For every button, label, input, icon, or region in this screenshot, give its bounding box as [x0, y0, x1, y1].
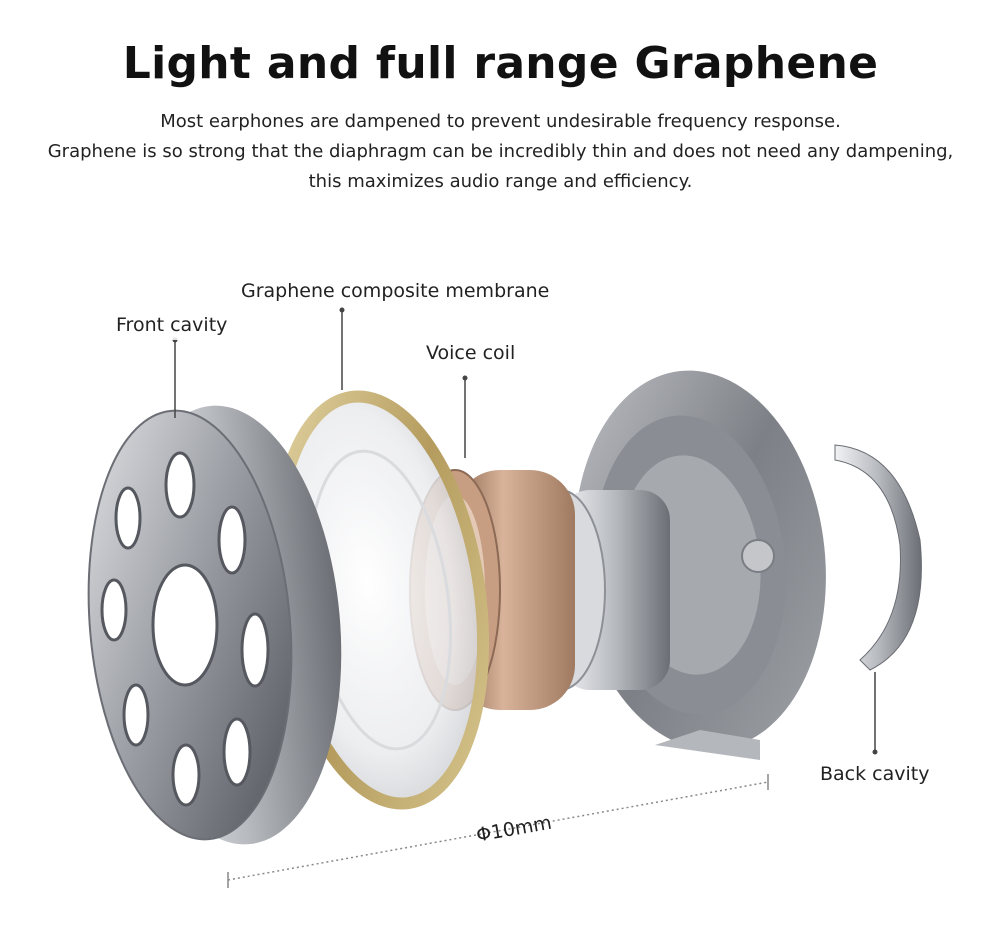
front-cavity-part	[87, 405, 342, 845]
description-line-2: Graphene is so strong that the diaphragm…	[47, 141, 954, 162]
page-title: Light and full range Graphene	[122, 38, 879, 89]
membrane-label: Graphene composite membrane	[233, 276, 558, 306]
diameter-line	[227, 781, 769, 881]
voice-coil-label: Voice coil	[418, 338, 524, 368]
back-cavity-label: Back cavity	[812, 759, 938, 789]
leader-lines	[174, 310, 876, 752]
description-line-3: this maximizes audio range and efficienc…	[308, 171, 693, 192]
diameter-label: Φ10mm	[475, 812, 554, 847]
description-line-1: Most earphones are dampened to prevent u…	[160, 111, 841, 132]
front-cavity-label: Front cavity	[108, 310, 236, 340]
leader-dot-back	[872, 749, 878, 755]
leader-dot-coil	[462, 375, 468, 381]
leader-dot-membrane	[339, 307, 345, 313]
